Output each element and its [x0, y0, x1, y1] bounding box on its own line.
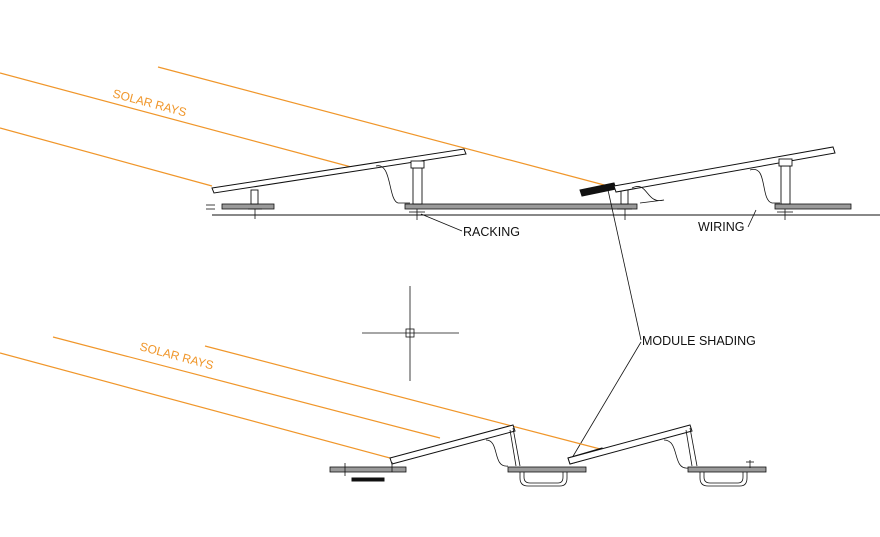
- shading-leader-line-bottom: [571, 341, 642, 459]
- racking-label: RACKING: [463, 225, 520, 239]
- rail-segment: [329, 466, 407, 473]
- solar-module-right: [613, 146, 836, 193]
- top-elevation: SOLAR RAYS: [0, 66, 880, 239]
- wiring-label: WIRING: [698, 220, 745, 234]
- module-frame-leg: [685, 427, 698, 467]
- roof-corrugation: [703, 472, 744, 484]
- solar-ray: [0, 72, 356, 169]
- solar-rays-label-bottom: SOLAR RAYS: [138, 339, 215, 372]
- rail-segment: [774, 203, 852, 210]
- wiring-cable: [375, 165, 410, 204]
- wiring-cable: [663, 439, 689, 469]
- module-shading-label: MODULE SHADING: [642, 334, 756, 348]
- wiring-cable: [485, 439, 509, 467]
- solar-rays-label-top: SOLAR RAYS: [111, 86, 188, 119]
- rail-segment: [687, 466, 767, 473]
- roof-seam-marker: [351, 477, 385, 482]
- rear-support-post: [780, 165, 791, 205]
- solar-ray: [0, 127, 213, 187]
- rear-post-cap: [778, 158, 793, 167]
- solar-rays-top: SOLAR RAYS: [0, 66, 609, 187]
- rail-segment: [507, 466, 587, 473]
- roof-corrugation: [519, 472, 568, 487]
- roof-corrugation: [523, 472, 564, 484]
- wiring-cable: [749, 169, 780, 204]
- solar-rays-bottom: SOLAR RAYS: [0, 336, 605, 459]
- rear-support-post: [412, 167, 423, 205]
- rear-post-cap: [410, 160, 425, 169]
- solar-module-left: [389, 424, 516, 465]
- racking-leader-line: [420, 213, 463, 232]
- wiring-leader-line: [747, 209, 757, 228]
- rail-segment: [221, 203, 275, 210]
- solar-ray: [0, 352, 391, 459]
- cad-crosshair-cursor-icon: [362, 286, 459, 381]
- module-frame-leg: [509, 427, 521, 467]
- solar-module-right: [567, 424, 693, 465]
- solar-ray: [157, 66, 609, 187]
- solar-ray: [204, 345, 605, 451]
- wiring-cable: [631, 186, 665, 204]
- rail-segment: [404, 203, 638, 210]
- roof-corrugation: [699, 472, 748, 487]
- solar-module-left: [211, 148, 467, 194]
- bottom-elevation: SOLAR RAYS: [0, 336, 767, 487]
- solar-ray: [52, 336, 441, 439]
- shading-leader-line-top: [607, 189, 642, 341]
- module-shading-block-top: [579, 182, 617, 197]
- module-shading-callout: MODULE SHADING: [571, 189, 756, 459]
- front-support-post: [250, 189, 259, 205]
